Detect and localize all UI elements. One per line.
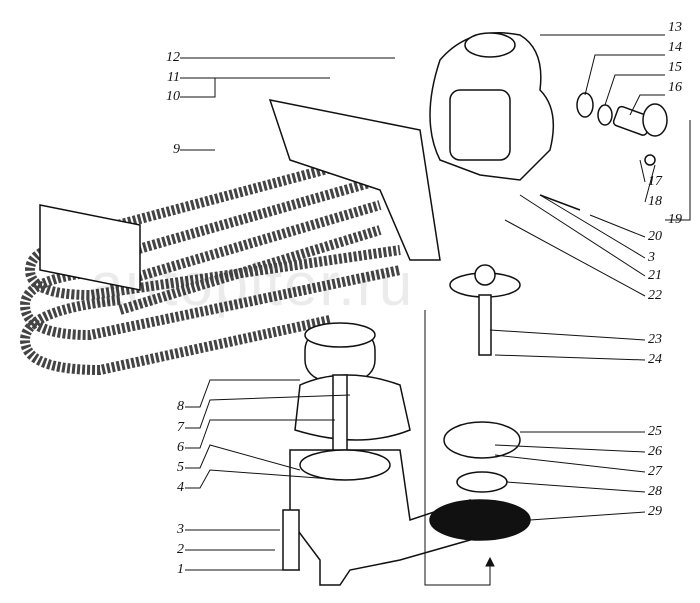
label-26: 26	[648, 444, 662, 459]
valve-parts-right	[539, 92, 668, 211]
diaphragm-parts	[429, 421, 531, 541]
label-23: 23	[648, 332, 662, 347]
label-29: 29	[648, 504, 662, 519]
label-7: 7	[177, 420, 184, 435]
thermostat-parts	[294, 322, 411, 476]
label-10: 10	[166, 89, 180, 104]
label-14: 14	[668, 40, 682, 55]
label-3-left: 3	[177, 522, 184, 537]
label-28: 28	[648, 484, 662, 499]
leader-lines	[180, 34, 691, 586]
label-18: 18	[648, 194, 662, 209]
label-13: 13	[668, 20, 682, 35]
label-21: 21	[648, 268, 662, 283]
cooler-coils	[19, 150, 402, 376]
label-24: 24	[648, 352, 662, 367]
label-3-right: 3	[648, 250, 655, 265]
label-27: 27	[648, 464, 662, 479]
label-8: 8	[177, 399, 184, 414]
spring-and-screw	[449, 264, 521, 356]
label-11: 11	[167, 70, 180, 85]
label-9: 9	[173, 142, 180, 157]
label-16: 16	[668, 80, 682, 95]
label-25: 25	[648, 424, 662, 439]
label-6: 6	[177, 440, 184, 455]
label-1: 1	[177, 562, 184, 577]
label-5: 5	[177, 460, 184, 475]
label-4: 4	[177, 480, 184, 495]
valve-body	[429, 32, 555, 181]
label-19: 19	[668, 212, 682, 227]
label-17: 17	[648, 174, 662, 189]
watermark: autopiter.ru	[90, 251, 415, 318]
label-20: 20	[648, 229, 662, 244]
cooler-bracket	[39, 99, 441, 291]
label-12: 12	[166, 50, 180, 65]
label-15: 15	[668, 60, 682, 75]
label-2: 2	[177, 542, 184, 557]
label-22: 22	[648, 288, 662, 303]
